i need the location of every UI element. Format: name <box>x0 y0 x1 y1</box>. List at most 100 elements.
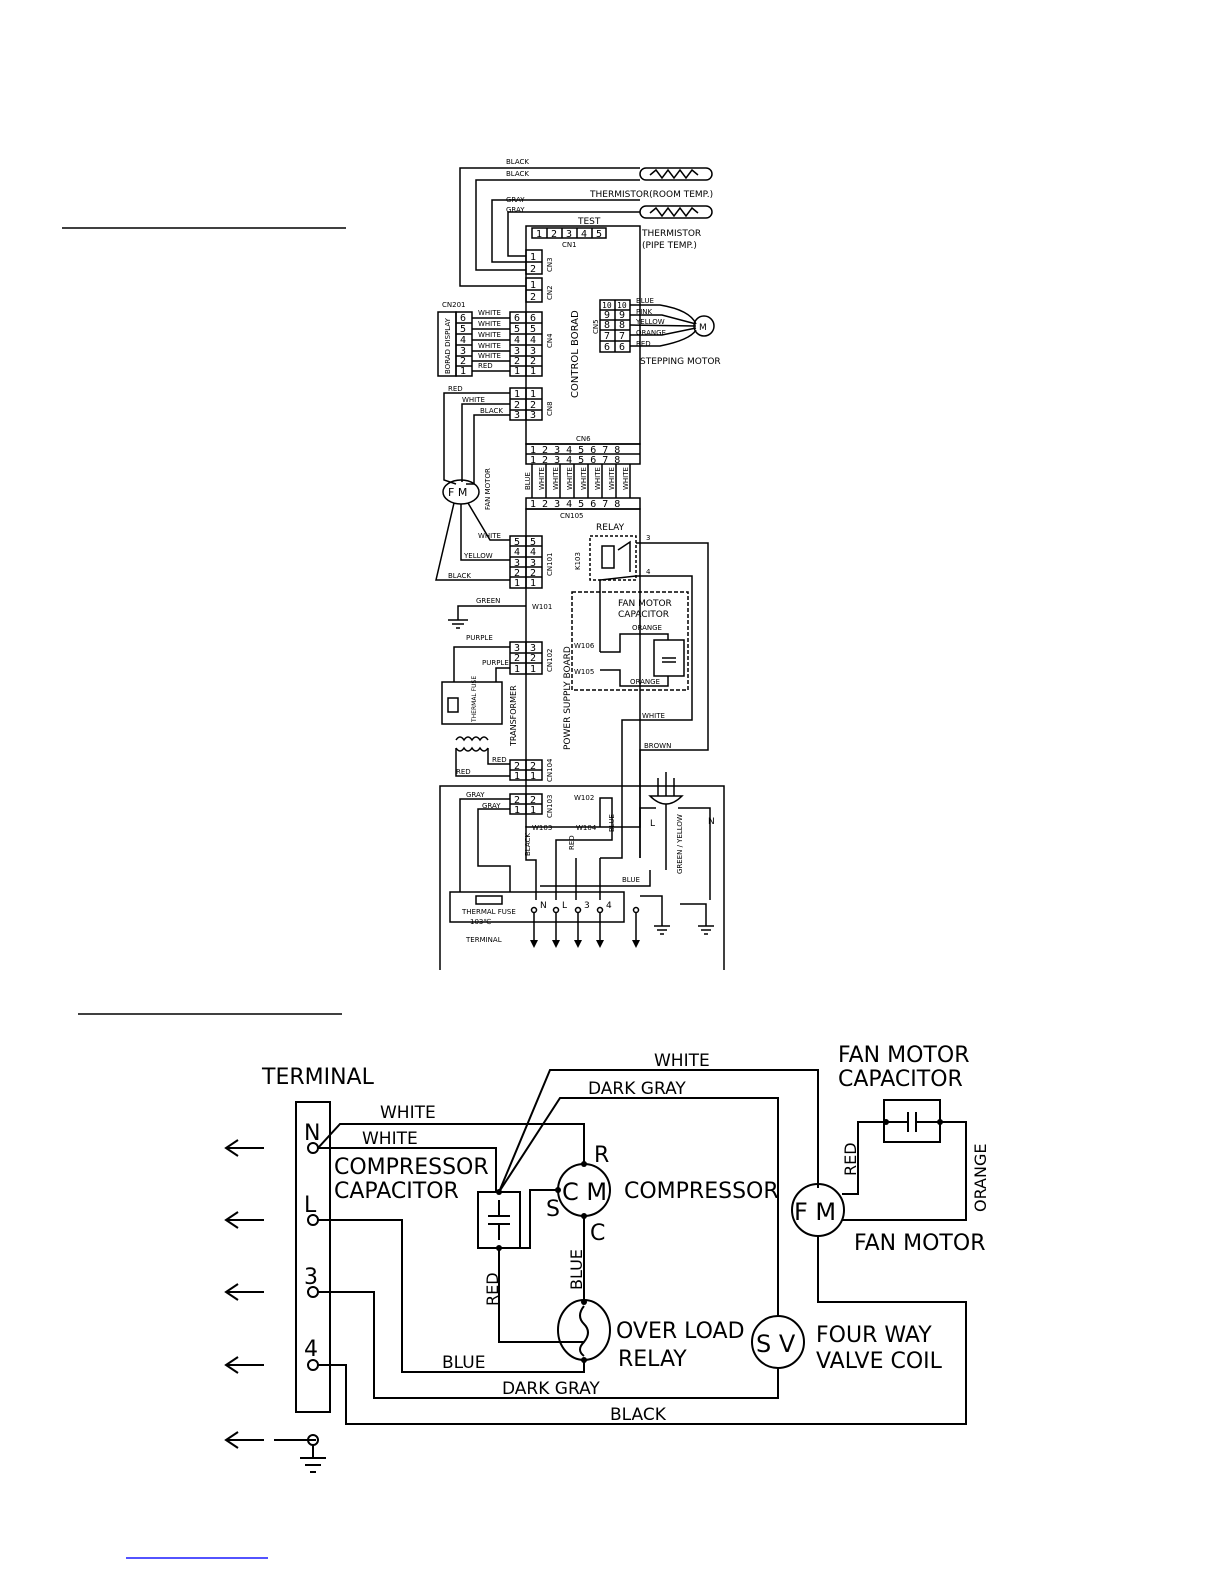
wire-label-red-cn4: RED <box>478 362 493 370</box>
svg-text:4: 4 <box>581 229 587 240</box>
svg-text:4: 4 <box>530 547 536 558</box>
svg-text:1: 1 <box>514 771 520 782</box>
w101-label: W101 <box>532 603 552 611</box>
compressor-c: C <box>590 1221 605 1246</box>
svg-text:3: 3 <box>514 410 520 421</box>
outdoor-fan-capacitor-label-2: CAPACITOR <box>838 1067 963 1092</box>
wire-label-blue-comp: BLUE <box>567 1249 586 1290</box>
svg-text:4: 4 <box>514 335 520 346</box>
wire-label-white-cn4-1: WHITE <box>478 309 501 317</box>
wire-label-orange-cap-2: ORANGE <box>630 678 660 686</box>
power-plug-icon <box>648 772 684 805</box>
svg-text:3: 3 <box>460 346 466 357</box>
stepping-motor-label: STEPPING MOTOR <box>640 357 721 367</box>
wire-label-red-cn104-2: RED <box>456 768 471 776</box>
wire-label-red-sm: RED <box>636 340 651 348</box>
svg-text:1: 1 <box>530 771 536 782</box>
svg-text:5: 5 <box>530 324 536 335</box>
wire-label-black-1: BLACK <box>506 158 529 166</box>
four-way-valve-sv: S V <box>756 1330 796 1358</box>
svg-text:2: 2 <box>530 761 536 772</box>
relay-pin-3-label: 3 <box>646 534 650 542</box>
cn104-label: CN104 <box>546 758 554 782</box>
relay-icon <box>589 535 637 581</box>
cn201-label: CN201 <box>442 301 466 309</box>
svg-text:3: 3 <box>514 558 520 569</box>
outdoor-ground-icon <box>300 1445 326 1473</box>
wire-label-gray-cn103-2: GRAY <box>482 802 501 810</box>
cn6-label: CN6 <box>576 435 591 443</box>
svg-text:1: 1 <box>514 389 520 400</box>
svg-text:6: 6 <box>514 313 520 324</box>
transformer-coil-bottom <box>455 746 489 752</box>
cn2-connector: 12 <box>525 277 543 303</box>
svg-text:4: 4 <box>460 335 466 346</box>
svg-text:1: 1 <box>530 280 536 291</box>
cn3-label: CN3 <box>546 257 554 272</box>
svg-text:1: 1 <box>530 664 536 675</box>
svg-text:10: 10 <box>602 301 612 310</box>
terminal-thermal-fuse-icon <box>475 895 503 905</box>
svg-text:1 2 3 4 5 6 7 8: 1 2 3 4 5 6 7 8 <box>530 455 620 466</box>
w103-label: W103 <box>532 824 552 832</box>
svg-text:3: 3 <box>530 558 536 569</box>
cn4-label: CN4 <box>546 333 554 348</box>
four-way-valve-label-1: FOUR WAY <box>816 1323 932 1348</box>
wire-label-purple-2: PURPLE <box>482 659 509 667</box>
compressor-capacitor-label-2: CAPACITOR <box>334 1179 459 1204</box>
power-supply-board-label: POWER SUPPLY BOARD <box>563 646 573 750</box>
transformer-coil-top <box>455 736 489 742</box>
svg-text:2: 2 <box>514 761 520 772</box>
over-load-relay-label-1: OVER LOAD <box>616 1319 745 1344</box>
thermistor-room-label: THERMISTOR(ROOM TEMP.) <box>589 190 713 200</box>
test-label: TEST <box>577 217 601 227</box>
wire-label-blue-cn6: BLUE <box>524 472 532 490</box>
svg-text:9: 9 <box>604 310 610 321</box>
svg-text:6: 6 <box>460 313 466 324</box>
svg-text:5: 5 <box>514 324 520 335</box>
cn102-label: CN102 <box>546 649 554 673</box>
relay-label: RELAY <box>596 523 625 533</box>
wire-label-yellow-sm: YELLOW <box>635 318 665 326</box>
transformer-thermal-fuse-icon <box>447 697 459 713</box>
plug-n-label: N <box>708 817 715 827</box>
svg-text:2: 2 <box>530 795 536 806</box>
compressor-r: R <box>594 1143 609 1168</box>
svg-text:4: 4 <box>530 335 536 346</box>
cn5-label: CN5 <box>592 319 600 334</box>
ground-icon-1 <box>654 925 670 935</box>
terminal-thermal-fuse-label: THERMAL FUSE <box>461 908 516 916</box>
svg-text:3: 3 <box>530 410 536 421</box>
indoor-fan-capacitor-label-1: FAN MOTOR <box>618 599 672 609</box>
cn101-label: CN101 <box>546 553 554 577</box>
wire-label-white-cn4-5: WHITE <box>478 352 501 360</box>
wire-label-white-fm: WHITE <box>462 396 485 404</box>
wire-label-white-cn4-4: WHITE <box>478 342 501 350</box>
board-display-label: BORAD DISPLAY <box>444 317 452 374</box>
outdoor-terminal-n: N <box>304 1121 320 1146</box>
wire-label-purple-1: PURPLE <box>466 634 493 642</box>
wire-label-red-fan: RED <box>841 1142 860 1176</box>
svg-text:1: 1 <box>530 389 536 400</box>
svg-text:1 2 3 4 5 6 7 8: 1 2 3 4 5 6 7 8 <box>530 445 620 456</box>
indoor-fan-capacitor-icon <box>653 639 685 677</box>
svg-text:1: 1 <box>514 366 520 377</box>
svg-text:10: 10 <box>617 301 627 310</box>
svg-text:5: 5 <box>460 324 466 335</box>
svg-text:2: 2 <box>530 292 536 303</box>
wire-label-orange-fan: ORANGE <box>971 1144 990 1212</box>
cn201-connector: 65 43 21 <box>455 311 473 377</box>
svg-text:2: 2 <box>460 356 466 367</box>
outdoor-terminal-block <box>295 1101 331 1413</box>
wire-label-black-term: BLACK <box>524 833 532 856</box>
wire-label-white-n-2: WHITE <box>362 1129 418 1149</box>
cn105-connector: 1 2 3 4 5 6 7 8 <box>525 497 641 510</box>
outdoor-fm-label: F M <box>794 1198 836 1226</box>
stepping-motor-m: M <box>699 323 707 333</box>
